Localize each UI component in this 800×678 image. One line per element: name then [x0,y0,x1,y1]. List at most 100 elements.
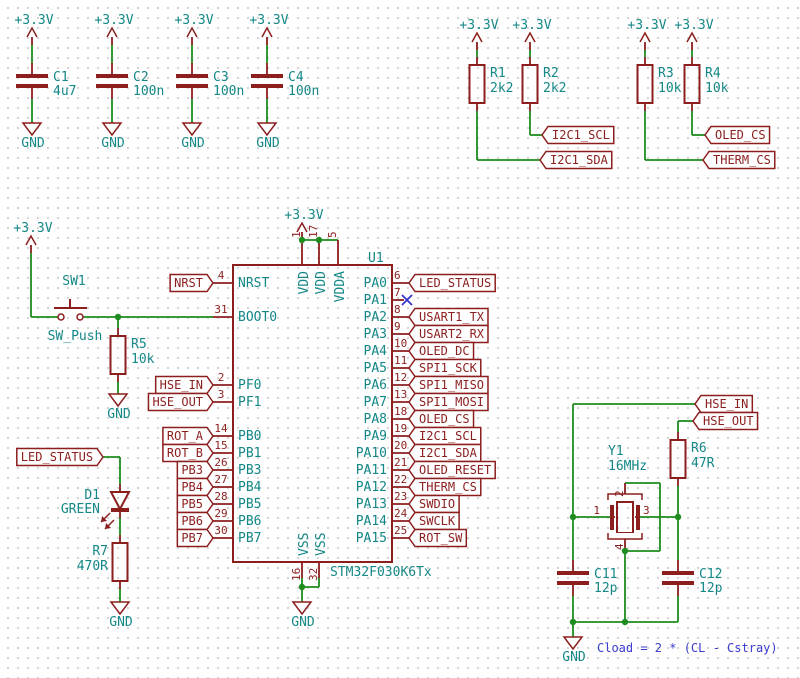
net-label-text[interactable]: ROT_A [167,429,204,443]
component-ref[interactable]: Y1 [608,444,624,459]
note-text[interactable]: Cload = 2 * (CL - Cstray) [597,641,778,655]
pin-name[interactable]: PF1 [238,395,261,410]
ground-net-name[interactable]: GND [181,136,205,151]
power-flag-3v3[interactable]: +3.3V [174,13,214,45]
pin-number[interactable]: 19 [394,422,407,435]
net-label-LED_STATUS[interactable]: LED_STATUS [408,273,496,293]
junction-dot[interactable] [621,618,629,626]
net-label-PB5[interactable]: PB5 [176,494,214,514]
ground-flag[interactable]: GND [101,122,125,151]
component-value[interactable]: 10k [131,352,155,367]
pin-name[interactable]: PB1 [238,446,261,461]
pin-number[interactable]: 7 [394,286,401,299]
resistor-body[interactable] [636,64,654,104]
resistor-body[interactable] [111,542,129,582]
pin-number[interactable]: 4 [218,269,225,282]
pin-number[interactable]: 17 [307,225,320,238]
ground-flag[interactable]: GND [562,636,586,665]
component-ref[interactable]: D1 [84,488,100,503]
net-label-text[interactable]: ROT_B [167,446,203,460]
power-flag-3v3[interactable]: +3.3V [674,18,714,50]
power-flag-3v3[interactable]: +3.3V [284,208,324,240]
pin-name[interactable]: PA7 [364,395,387,410]
power-flag-3v3[interactable]: +3.3V [249,13,289,45]
power-flag-3v3[interactable]: +3.3V [94,13,134,45]
pin-name[interactable]: VDD [314,271,329,295]
net-label-text[interactable]: SPI1_MISO [419,378,484,392]
pin-number[interactable]: 15 [214,439,227,452]
component-ref[interactable]: C3 [213,70,229,85]
component-ref[interactable]: R1 [490,66,506,81]
ground-net-name[interactable]: GND [101,136,125,151]
net-label-OLED_CS[interactable]: OLED_CS [704,125,771,145]
net-label-text[interactable]: PB5 [181,497,203,511]
pin-name[interactable]: VDDA [333,271,348,302]
resistor-body[interactable] [669,439,687,479]
power-flag-3v3[interactable]: +3.3V [627,18,667,50]
pin-number[interactable]: 13 [394,388,407,401]
pin-number[interactable]: 31 [214,303,227,316]
net-label-USART1_TX[interactable]: USART1_TX [408,307,489,327]
net-label-I2C1_SDA[interactable]: I2C1_SDA [408,443,482,463]
net-label-PB3[interactable]: PB3 [176,460,214,480]
net-label-text[interactable]: OLED_CS [419,412,470,426]
pin-number[interactable]: 11 [394,354,407,367]
component-value[interactable]: 12p [594,581,618,596]
pin-number[interactable]: 28 [214,490,227,503]
component-value[interactable]: STM32F030K6Tx [330,565,432,580]
pin-number[interactable]: 5 [326,231,339,238]
net-label-text[interactable]: SWDIO [419,497,455,511]
pin-name[interactable]: PA3 [364,327,387,342]
ground-flag[interactable]: GND [107,393,131,422]
pin-number[interactable]: 3 [643,504,650,517]
component-value[interactable]: 100n [213,84,244,99]
pin-name[interactable]: PB4 [238,480,262,495]
component-value[interactable]: 12p [699,581,723,596]
pin-number[interactable]: 32 [307,568,320,581]
pin-name[interactable]: PA15 [356,531,387,546]
pin-number[interactable]: 30 [214,524,227,537]
pin-name[interactable]: PA14 [356,514,387,529]
power-net-name[interactable]: +3.3V [627,18,666,33]
pin-name[interactable]: PF0 [238,378,261,393]
net-label-text[interactable]: PB7 [181,531,203,545]
net-label-THERM_CS[interactable]: THERM_CS [702,150,776,170]
net-label-ROT_A[interactable]: ROT_A [162,426,214,446]
power-flags[interactable]: +3.3V +3.3V +3.3V +3.3V +3.3V +3.3V +3.3V +3.3V… [13,13,713,665]
component-ref[interactable]: C1 [53,70,69,85]
net-label-text[interactable]: HSE_IN [160,378,203,392]
power-net-name[interactable]: +3.3V [512,18,551,33]
pin-number[interactable]: 23 [394,490,407,503]
power-net-name[interactable]: +3.3V [249,13,288,28]
net-label-text[interactable]: HSE_IN [705,397,748,411]
net-label-I2C1_SCL[interactable]: I2C1_SCL [541,125,615,145]
pin-number[interactable]: 20 [394,439,407,452]
pin-number[interactable]: 27 [214,473,227,486]
pin-name[interactable]: NRST [238,276,269,291]
resistor-body[interactable] [468,64,486,104]
ground-net-name[interactable]: GND [21,136,45,151]
net-label-PB7[interactable]: PB7 [176,528,214,548]
pin-number[interactable]: 2 [613,490,626,497]
power-flag-3v3[interactable]: +3.3V [459,18,499,50]
junction-dot[interactable] [674,513,682,521]
ground-flag[interactable]: GND [256,122,280,151]
ground-net-name[interactable]: GND [562,650,586,665]
component-value[interactable]: GREEN [61,502,100,517]
